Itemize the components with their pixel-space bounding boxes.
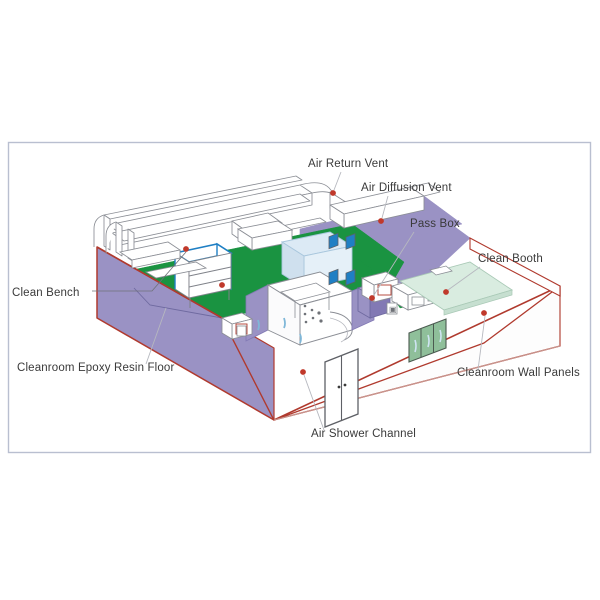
callout-air-diffusion-vent[interactable]: Air Diffusion Vent xyxy=(361,182,452,224)
partition-glass-mark-c xyxy=(299,333,302,344)
air-shower-handle-r xyxy=(343,383,347,387)
wall-device-left xyxy=(236,325,247,337)
leader-line xyxy=(373,231,415,296)
marker-dot xyxy=(330,190,336,196)
cleanroom-wall-windows xyxy=(257,317,447,363)
air-shower-window-bl xyxy=(328,268,339,286)
lab-interior-dots xyxy=(303,304,323,324)
machine-panel xyxy=(377,284,392,296)
leader-line xyxy=(92,251,187,292)
marker-dot xyxy=(481,310,487,316)
marker-dot xyxy=(378,218,384,224)
window-highlight-2 xyxy=(427,334,430,348)
marker-dot xyxy=(300,369,306,375)
leader-line xyxy=(381,195,389,219)
wall-panel-rear-right xyxy=(469,237,561,297)
callout-label: Cleanroom Epoxy Resin Floor xyxy=(17,362,174,374)
clean-booth-ceiling xyxy=(398,261,514,316)
lab-room-side xyxy=(267,284,301,346)
lab-flex-duct-2 xyxy=(329,317,348,343)
callout-label: Air Return Vent xyxy=(308,158,389,170)
leader-line xyxy=(303,374,325,431)
clean-booth-panel-edge xyxy=(443,289,513,316)
callout-pass-box[interactable]: Pass Box xyxy=(369,218,460,301)
leader-line xyxy=(145,307,167,365)
callout-clean-bench[interactable]: Clean Bench xyxy=(12,246,189,299)
callout-clean-booth[interactable]: Clean Booth xyxy=(443,253,543,295)
air-shower-window-br xyxy=(345,269,356,286)
marker-dot xyxy=(369,295,375,301)
callout-label: Air Shower Channel xyxy=(311,428,416,440)
floor-marker-dot xyxy=(219,282,225,288)
callout-air-return-vent[interactable]: Air Return Vent xyxy=(308,158,389,196)
clean-booth-column xyxy=(429,265,453,276)
air-shower-window-tr xyxy=(345,233,356,250)
clean-bench-shelf-2 xyxy=(188,277,232,288)
right-counter-door-1 xyxy=(411,296,425,306)
callout-air-shower-channel[interactable]: Air Shower Channel xyxy=(300,369,416,440)
wall-device: ▣ xyxy=(386,302,398,315)
wall-bottom-edge-right xyxy=(273,345,561,421)
bench-left-a-front xyxy=(131,249,181,269)
callout-label: Cleanroom Wall Panels xyxy=(457,367,580,379)
duct-diffusion-ext xyxy=(409,182,441,197)
callout-layer: Air Return Vent Air Diffusion Vent Pass … xyxy=(12,158,580,440)
bench-left-b-top xyxy=(144,261,208,279)
duct-elbow-left-2 xyxy=(105,221,117,254)
leader-line xyxy=(447,266,481,291)
duct-diffusion-side xyxy=(329,204,345,229)
clean-bench-shelf-1 xyxy=(188,266,232,277)
marker-dot xyxy=(443,289,449,295)
window-highlight-3 xyxy=(439,329,442,343)
mid-desk-side xyxy=(237,228,253,251)
partition-glass-mark-a xyxy=(257,319,260,331)
left-work-benches xyxy=(118,241,208,279)
air-shower-channel xyxy=(324,232,359,428)
duct-riser-b xyxy=(115,221,123,257)
window-highlight-1 xyxy=(414,339,417,353)
lab-hood xyxy=(280,282,331,302)
callout-label: Pass Box xyxy=(410,218,460,230)
wall-device-glyph: ▣ xyxy=(389,305,397,314)
air-shower-window-tl xyxy=(328,232,339,250)
wall-device-body xyxy=(386,302,398,315)
callout-label: Clean Bench xyxy=(12,287,80,299)
marker-dot xyxy=(183,246,189,252)
wall-fold-line xyxy=(133,287,223,319)
window-panel-group xyxy=(408,318,447,363)
leader-line xyxy=(333,171,342,191)
wall-device-left-body xyxy=(236,325,247,337)
equip-box-a-side xyxy=(221,317,233,340)
duct-elbow-left xyxy=(93,214,105,247)
partition-glass-mark-b xyxy=(283,317,286,329)
right-counter-side xyxy=(391,285,409,311)
callout-cleanroom-wall-panels[interactable]: Cleanroom Wall Panels xyxy=(457,310,580,379)
callout-label: Air Diffusion Vent xyxy=(361,182,452,194)
leader-line xyxy=(477,315,486,371)
callout-label: Clean Booth xyxy=(478,253,543,265)
ductwork-system xyxy=(93,175,441,263)
air-shower-handle-l xyxy=(337,385,341,389)
mid-equipment xyxy=(236,220,294,251)
